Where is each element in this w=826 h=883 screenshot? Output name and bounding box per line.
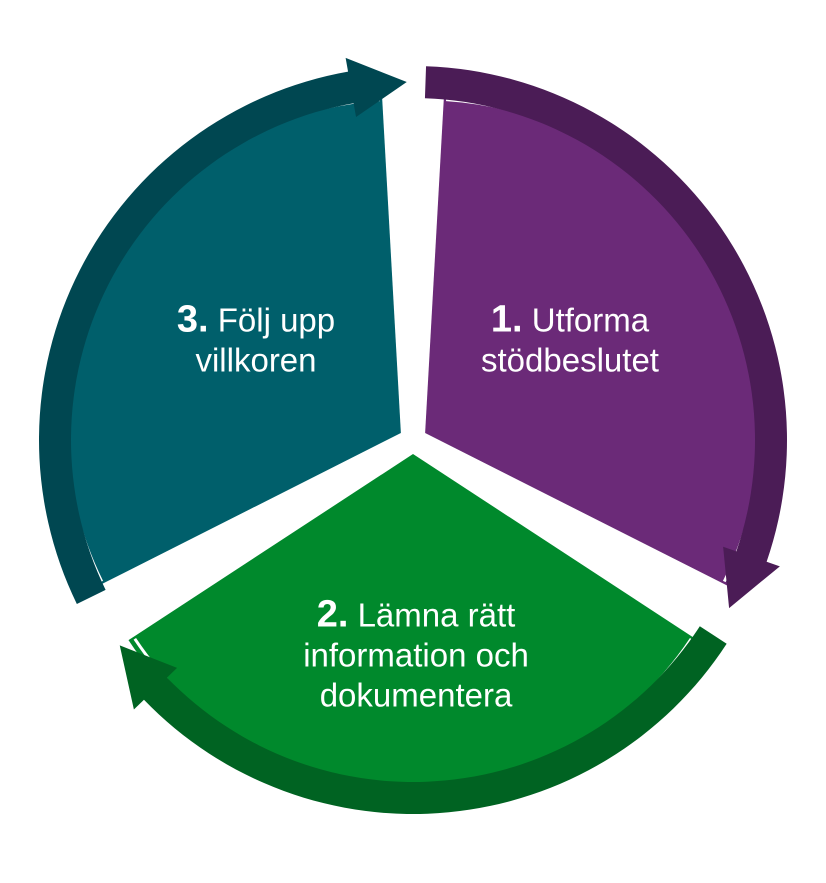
- step-3-label: 3. Följ upp villkoren: [177, 300, 335, 381]
- step-1-title-line2: stödbeslutet: [481, 341, 659, 379]
- step-1-label: 1. Utforma stödbeslutet: [481, 300, 659, 381]
- step-2-number: 2.: [316, 593, 349, 636]
- step-3-arrow: [39, 57, 407, 604]
- step-2-segment: [128, 454, 698, 795]
- step-2-title-line2: information och: [303, 636, 529, 674]
- step-1-title-line1: Utforma: [531, 301, 650, 339]
- step-3-title-line2: villkoren: [195, 341, 317, 379]
- step-2-title-line3: dokumentera: [319, 676, 513, 714]
- step-2-label: 2. Lämna rätt information och dokumenter…: [303, 595, 529, 716]
- step-1-number: 1.: [490, 298, 523, 341]
- step-2-arrow: [119, 626, 727, 814]
- step-1-arrow: [424, 66, 788, 609]
- step-3-title-line1: Följ upp: [217, 301, 336, 339]
- step-2-title-line1: Lämna rätt: [357, 596, 516, 634]
- step-3-number: 3.: [176, 298, 209, 341]
